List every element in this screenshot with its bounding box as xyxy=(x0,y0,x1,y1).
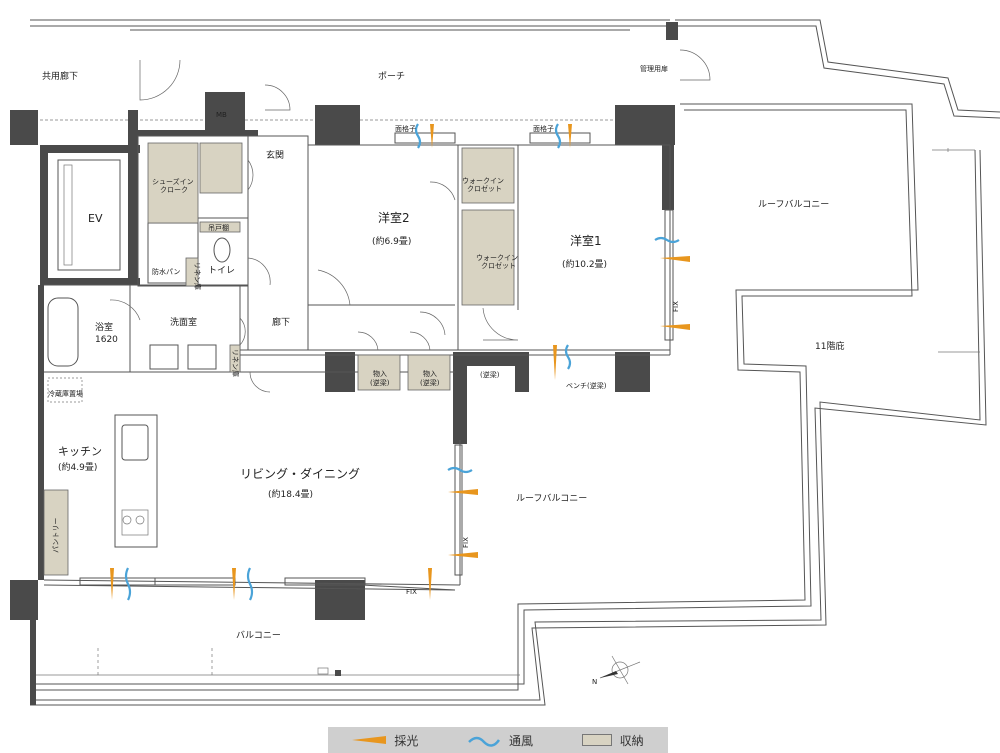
legend-light-label: 採光 xyxy=(394,733,419,748)
balcony-label: バルコニー xyxy=(236,630,281,641)
light-arrow-icon xyxy=(352,736,387,744)
storage-b-label-2: (逆梁) xyxy=(420,378,440,387)
linen2-label: リネン庫 xyxy=(231,349,240,377)
sink-a xyxy=(149,344,179,370)
kitchen-label: キッチン xyxy=(58,445,102,458)
light-arrow-icon xyxy=(232,568,236,600)
pantry-label: パントリー xyxy=(52,518,60,553)
compass-icon xyxy=(599,655,641,685)
compass-n-label: N xyxy=(592,678,597,686)
walkin-b-label-2: クロゼット xyxy=(481,261,516,270)
partitions xyxy=(43,135,671,591)
light-arrow-icon xyxy=(553,345,557,380)
roof-balcony-mid-label: ルーフバルコニー xyxy=(516,493,587,504)
storage-a-label-1: 物入 xyxy=(373,369,387,378)
linen-label: リネン庫 xyxy=(193,262,202,290)
living-size-label: (約18.4畳) xyxy=(268,488,313,500)
lattice-a-label: 面格子 xyxy=(395,124,416,133)
light-arrow-icon xyxy=(448,552,478,558)
mgmt-door-label: 管理用扉 xyxy=(640,64,668,73)
light-arrow-icon xyxy=(448,489,478,495)
light-arrow-icon xyxy=(428,568,432,600)
bath-size-label: 1620 xyxy=(95,335,118,345)
light-arrow-icon xyxy=(568,124,572,148)
legend-item-wind: 通風 xyxy=(467,732,533,749)
shoes-closet-label-2: クローク xyxy=(160,186,188,194)
waterproof-pan-label: 防水パン xyxy=(152,267,180,276)
wind-arrow-icon xyxy=(246,567,254,601)
fridge-space xyxy=(47,377,83,403)
washroom-label: 洗面室 xyxy=(170,316,197,328)
fix-b-label: FIX xyxy=(462,537,470,548)
legend-storage-label: 収納 xyxy=(619,733,644,748)
legend-item-light: 採光 xyxy=(352,732,418,749)
wind-arrow-icon xyxy=(554,123,562,149)
entrance-label: 玄関 xyxy=(266,149,284,161)
sink-b xyxy=(187,344,217,370)
reverse-beam-label: (逆梁) xyxy=(480,370,500,379)
walkin-b-label-1: ウォークイン xyxy=(476,254,518,262)
storage-swatch xyxy=(581,734,612,746)
wind-arrow-icon xyxy=(447,466,473,474)
shoes-closet-label-1: シューズイン xyxy=(152,177,194,186)
light-arrows xyxy=(110,124,690,600)
legend-item-storage: 収納 xyxy=(581,732,644,749)
kitchen-counter xyxy=(114,414,158,548)
walkin-a-label-2: クロゼット xyxy=(467,184,502,193)
living-label: リビング・ダイニング xyxy=(240,466,360,481)
wind-arrow-icon xyxy=(468,736,500,747)
light-arrow-icon xyxy=(660,256,690,262)
bench-label: ベンチ(逆梁) xyxy=(566,381,607,390)
toilet-bowl xyxy=(213,237,231,263)
western2-size-label: (約6.9畳) xyxy=(372,235,411,247)
light-arrow-icon xyxy=(110,568,114,600)
western2-label: 洋室2 xyxy=(378,210,410,225)
light-arrow-icon xyxy=(430,124,434,148)
roof-balcony-top-label: ルーフバルコニー xyxy=(758,199,829,210)
light-arrow-icon xyxy=(660,324,690,330)
fix-c-label: FIX xyxy=(406,588,417,596)
hallway-label: 廊下 xyxy=(272,316,290,328)
toilet-label: トイレ xyxy=(208,266,235,276)
balcony-rail xyxy=(30,620,520,705)
roof-balcony-outline xyxy=(30,19,1000,706)
fix-a-label: FIX xyxy=(672,301,680,312)
western1-label: 洋室1 xyxy=(570,233,602,248)
western1-size-label: (約10.2畳) xyxy=(562,258,607,270)
wind-arrows xyxy=(124,123,680,601)
wind-arrow-icon xyxy=(124,567,132,601)
bath-label: 浴室 xyxy=(95,321,113,333)
lattice-b-label: 面格子 xyxy=(533,124,554,133)
fridge-label: 冷蔵庫置場 xyxy=(48,389,83,398)
room-labels: 共用廊下 ポーチ 管理用扉 MB 面格子 面格子 玄関 シューズイン クローク … xyxy=(42,64,844,686)
common-corridor-label: 共用廊下 xyxy=(42,70,78,82)
structural-walls xyxy=(10,22,678,620)
legend-wind-label: 通風 xyxy=(508,733,533,748)
bathtub xyxy=(47,297,79,367)
storage-areas xyxy=(43,142,515,576)
kitchen-size-label: (約4.9畳) xyxy=(58,461,97,473)
legend: 採光 通風 収納 xyxy=(328,727,668,753)
wind-arrow-icon xyxy=(564,344,572,370)
doors xyxy=(109,49,711,393)
wind-arrow-icon xyxy=(654,236,680,244)
porch-label: ポーチ xyxy=(378,71,405,82)
walkin-a-label-1: ウォークイン xyxy=(462,177,504,185)
shelf-label: 吊戸棚 xyxy=(208,223,229,232)
storage-b-label-1: 物入 xyxy=(423,369,437,378)
floor-11-label: 11階庇 xyxy=(815,340,844,352)
ev-label: EV xyxy=(88,212,103,225)
elevator xyxy=(57,159,121,271)
storage-a-label-2: (逆梁) xyxy=(370,378,390,387)
mb-label: MB xyxy=(216,111,227,119)
wind-arrow-icon xyxy=(414,123,422,149)
